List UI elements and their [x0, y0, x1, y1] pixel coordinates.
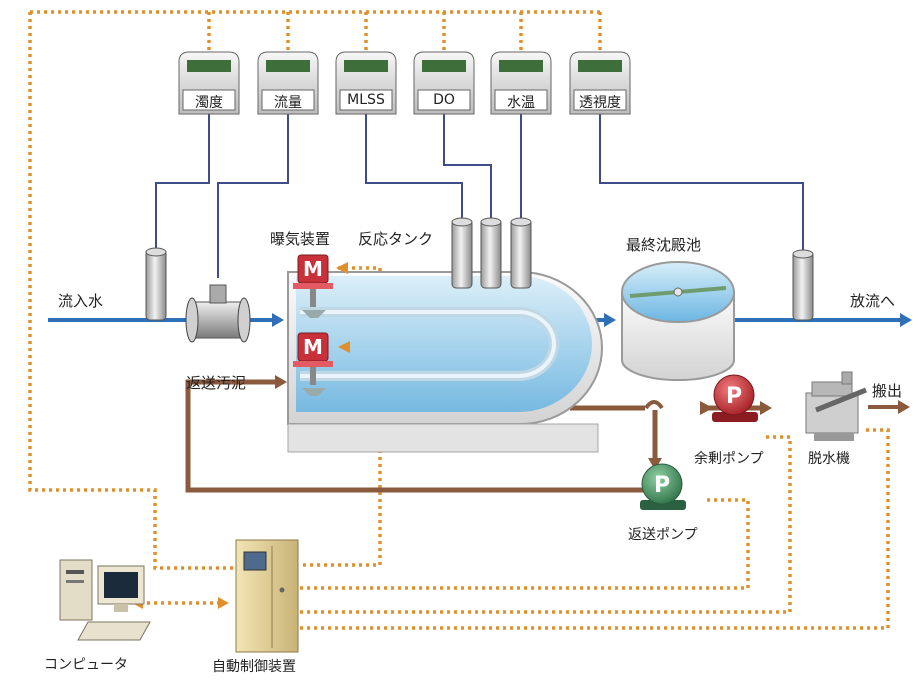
- sensor-do: [413, 51, 475, 115]
- return-pump-label: 返送ポンプ: [628, 527, 698, 543]
- arrow-to-excess-pump: [700, 401, 713, 415]
- sensor-label-turbidity: 濁度: [195, 95, 223, 111]
- sensor-mlss: [335, 51, 397, 115]
- final-clarifier: [621, 261, 735, 381]
- sludge-junction: [644, 400, 664, 410]
- dewatering-label: 脱水機: [808, 451, 850, 467]
- motor-letter-2: M: [303, 335, 323, 359]
- outflow-label: 放流へ: [850, 292, 896, 310]
- sensor-turbidity: [178, 51, 240, 115]
- signal-excess-pump: [300, 435, 792, 614]
- controller-label: 自動制御装置: [212, 659, 296, 675]
- inflow-probe: [145, 247, 167, 321]
- sensor-boxes: [178, 51, 631, 115]
- excess-pump-label: 余剰ポンプ: [694, 451, 764, 467]
- tank-probes: [451, 217, 532, 289]
- sensor-label-water-temp: 水温: [507, 95, 535, 111]
- return-sludge-label: 返送汚泥: [186, 374, 247, 392]
- computer-label: コンピュータ: [44, 657, 128, 673]
- arrow-to-motor-2: [338, 341, 350, 353]
- motor-letter-1: M: [303, 257, 323, 281]
- inflow-label: 流入水: [58, 292, 104, 310]
- sensor-label-flow: 流量: [274, 95, 302, 111]
- signal-dewater: [300, 428, 890, 630]
- sensor-label-mlss: MLSS: [347, 92, 385, 108]
- aerator-motor-1: M: [293, 254, 333, 318]
- reaction-tank: [287, 271, 603, 453]
- arrow-return-sludge: [275, 375, 287, 389]
- aerator-motor-2: M: [293, 332, 333, 396]
- final-clarifier-label: 最終沈殿池: [626, 236, 702, 254]
- computer: [59, 559, 151, 641]
- signal-top-bus: [30, 10, 602, 52]
- export-label: 搬出: [872, 382, 903, 400]
- signal-left-trunk: [28, 12, 238, 570]
- signal-return-pump: [300, 498, 750, 590]
- arrow-to-controller: [218, 597, 229, 609]
- flowmeter: [185, 284, 251, 343]
- controller-cabinet: [235, 539, 299, 653]
- sensor-flow: [257, 51, 319, 115]
- reaction-tank-label: 反応タンク: [358, 230, 434, 248]
- return-pump-letter: P: [654, 473, 670, 498]
- arrow-to-motor-1: [336, 262, 348, 274]
- sensor-label-transparency: 透視度: [579, 95, 621, 111]
- sensor-water-temp: [490, 51, 552, 115]
- outflow-probe: [792, 249, 814, 321]
- excess-pump-letter: P: [726, 384, 742, 409]
- return-pump: P: [640, 463, 686, 510]
- excess-pump: P: [712, 374, 758, 422]
- sensor-wires: [155, 114, 804, 278]
- aerator-label: 曝気装置: [270, 230, 331, 248]
- arrow-export: [898, 400, 910, 414]
- arrow-to-dewatering: [760, 401, 772, 415]
- arrow-to-return-pump: [648, 458, 662, 470]
- sensor-transparency: [569, 51, 631, 115]
- dewatering-machine: [805, 371, 867, 441]
- sensor-label-do: DO: [433, 92, 455, 108]
